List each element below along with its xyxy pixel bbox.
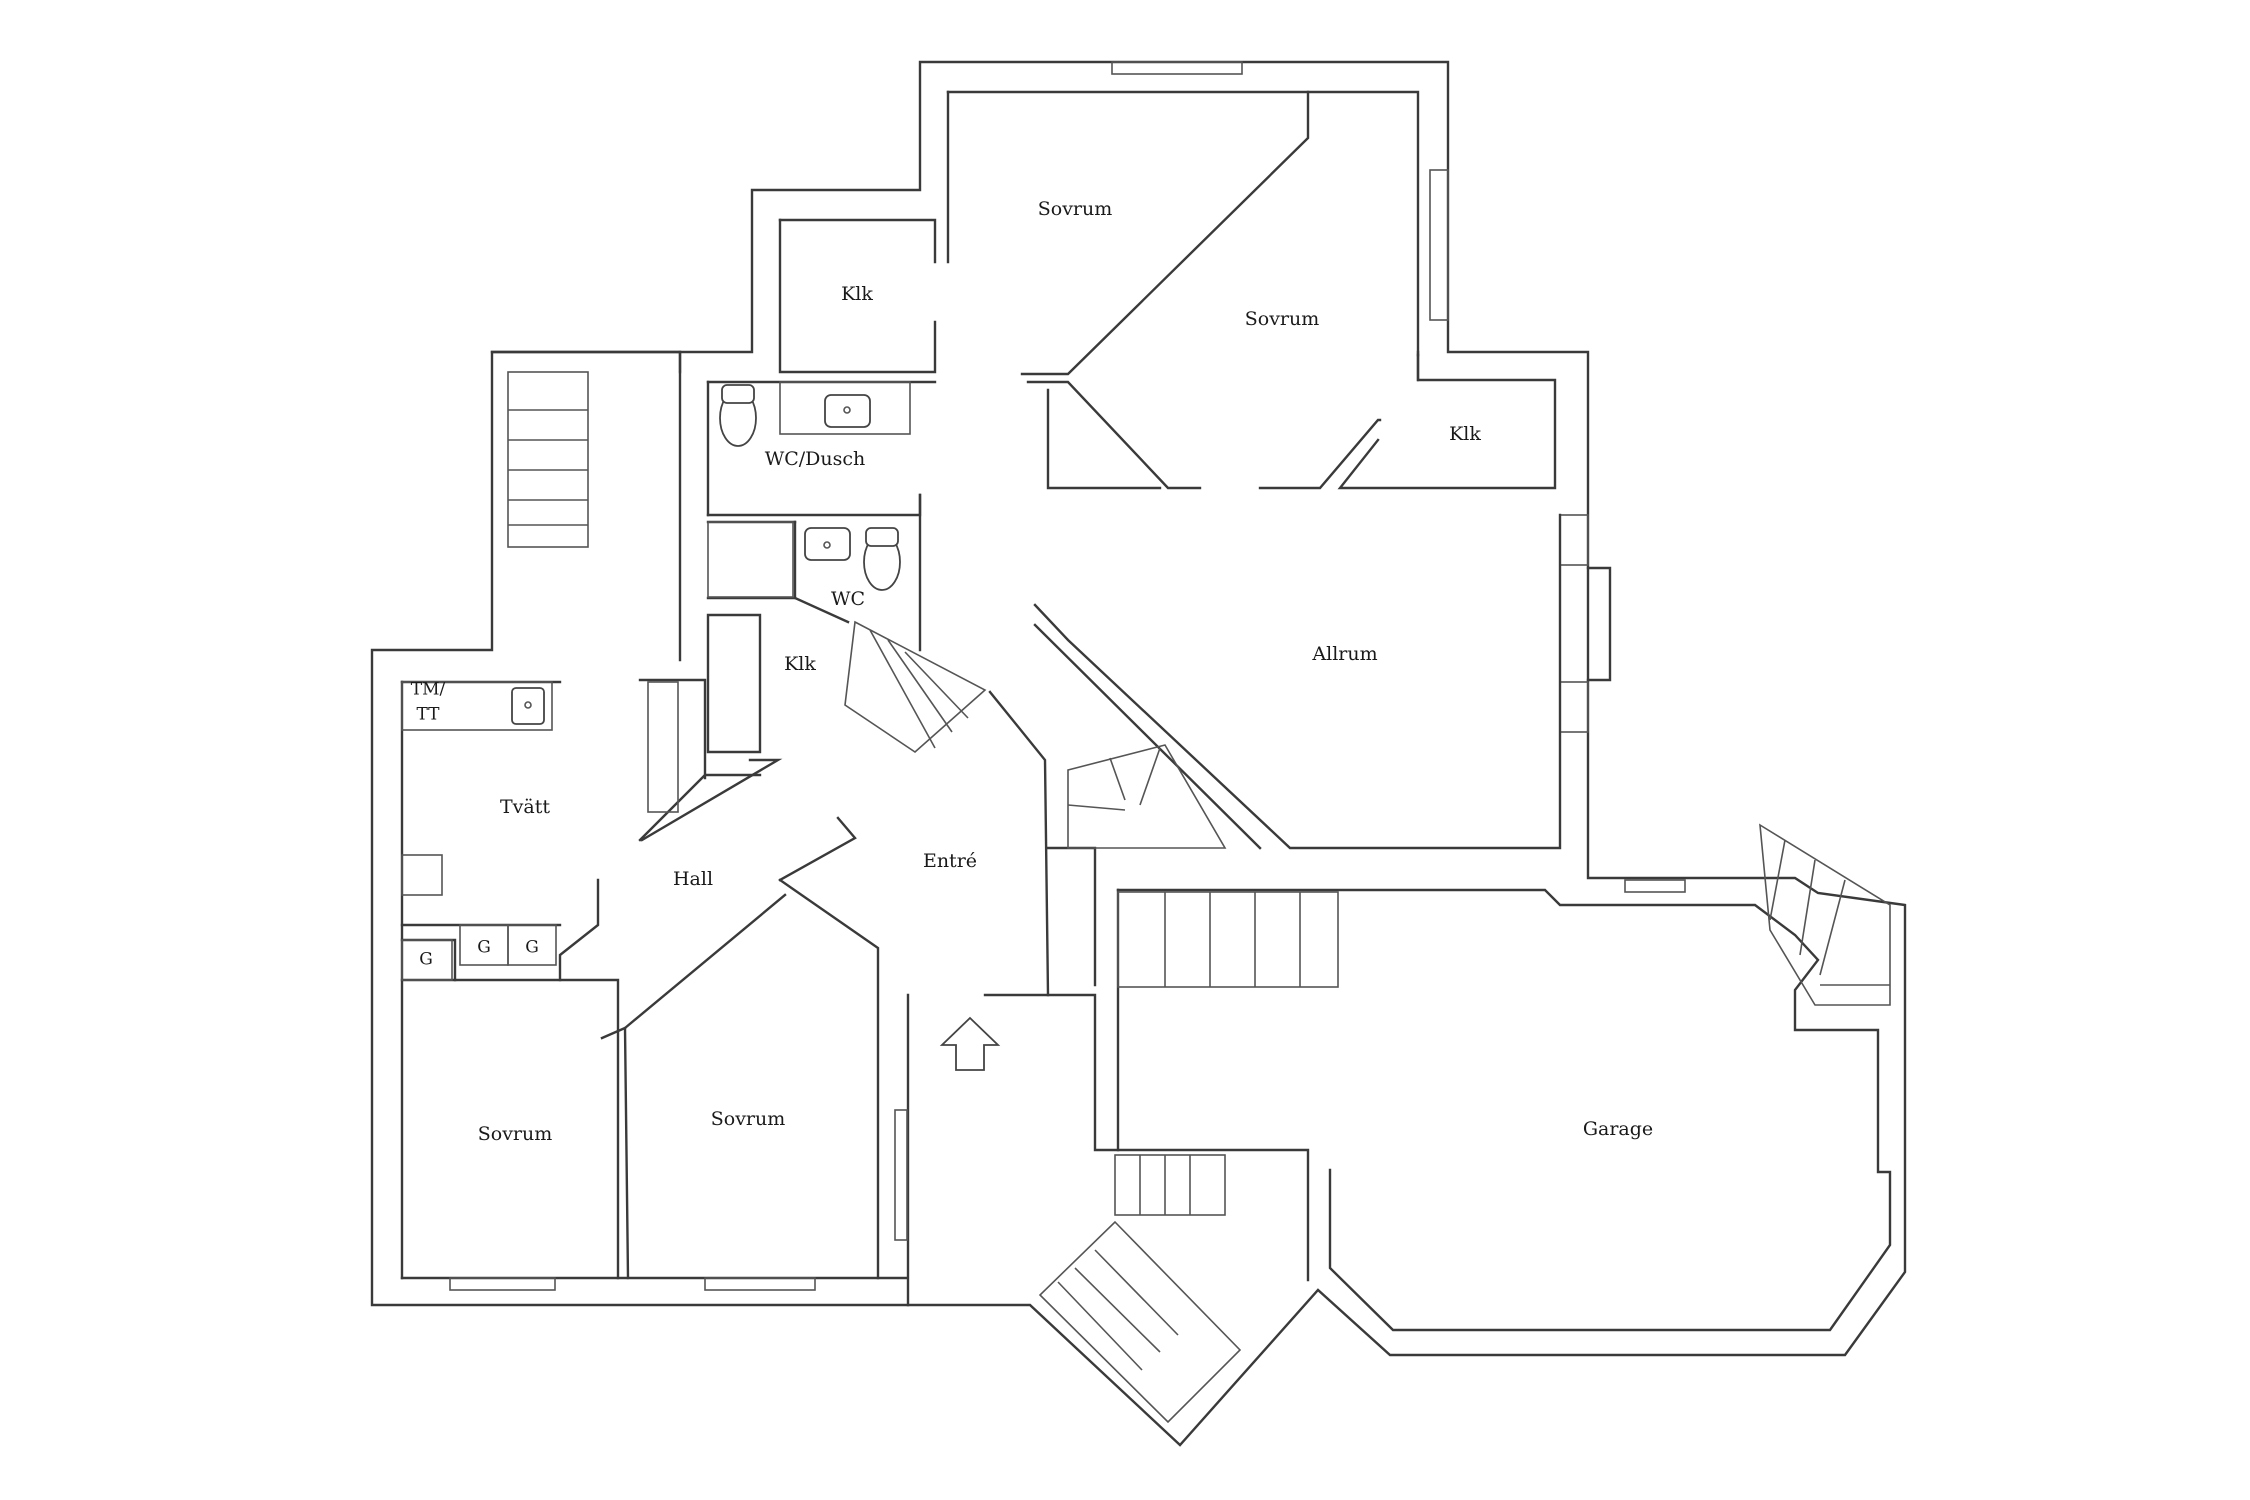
room-label-wc: WC — [831, 588, 865, 610]
room-label-sovrum-bottom-left: Sovrum — [478, 1123, 553, 1145]
sink-icon — [804, 527, 851, 561]
room-label-klk-right: Klk — [1449, 423, 1481, 445]
room-label-tm-tt-line2: TT — [417, 705, 441, 725]
room-labels: Sovrum Sovrum Klk Klk WC/Dusch WC Klk Al… — [411, 198, 1653, 1145]
room-label-g2: G — [477, 938, 491, 958]
room-label-hall: Hall — [673, 868, 713, 890]
sink-icon — [511, 687, 545, 725]
room-label-g3: G — [525, 938, 539, 958]
interior-walls — [400, 90, 1892, 1332]
room-label-tvatt: Tvätt — [500, 796, 550, 818]
fixtures — [401, 381, 1686, 1291]
room-label-g1: G — [419, 950, 433, 970]
room-label-entre: Entré — [923, 850, 977, 872]
toilet-icon — [719, 384, 757, 447]
room-label-allrum: Allrum — [1311, 643, 1377, 665]
room-label-garage: Garage — [1583, 1118, 1653, 1140]
room-label-sovrum-right: Sovrum — [1245, 308, 1320, 330]
room-label-sovrum-bottom-mid: Sovrum — [711, 1108, 786, 1130]
room-label-klk-center: Klk — [784, 653, 816, 675]
room-label-tm-tt-line1: TM/ — [411, 680, 446, 700]
toilet-icon — [863, 527, 901, 591]
entrance-arrow-icon — [939, 1016, 1001, 1071]
room-label-wc-dusch: WC/Dusch — [765, 448, 866, 470]
outer-walls — [370, 60, 1907, 1447]
stairs — [507, 371, 1891, 1424]
sink-icon — [824, 394, 871, 428]
room-label-klk-top-left: Klk — [841, 283, 873, 305]
room-label-sovrum-top: Sovrum — [1038, 198, 1113, 220]
